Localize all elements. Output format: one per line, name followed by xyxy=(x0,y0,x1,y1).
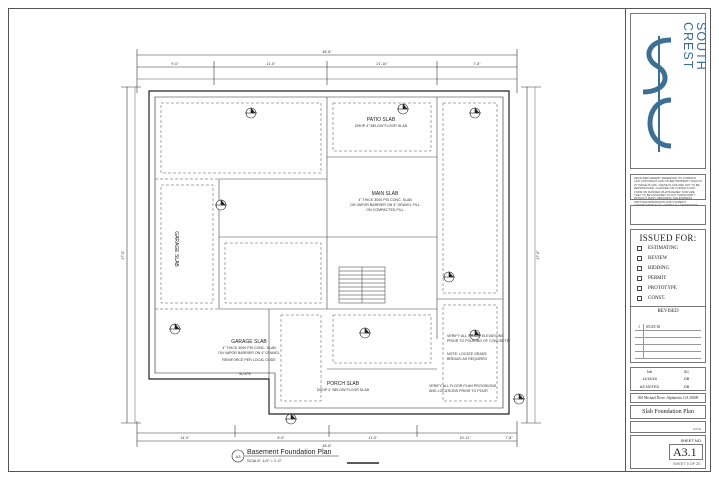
note-garage-slope: SLOPE xyxy=(239,372,252,376)
room-porch-slab: PORCH SLAB xyxy=(327,381,360,387)
note-locate-2: BREAKS AS REQUIRED xyxy=(447,357,488,361)
section-marker-5 xyxy=(443,271,455,283)
copyright-disclaimer: DESIGNER HEREBY RESERVES ITS COMMON LAW … xyxy=(630,174,706,207)
note-bottom-1: VERIFY ALL FLOOR PLAN PROVISIONS xyxy=(429,384,497,388)
note-main-2: ON VAPOR BARRIER ON 4" GRAVEL FILL xyxy=(350,203,420,207)
dim-overall-right: 47'-0" xyxy=(536,250,540,260)
note-garage-2: ON VAPOR BARRIER ON 4" GRAVEL xyxy=(218,351,280,355)
section-marker-10 xyxy=(513,393,525,405)
note-garage-3: REINFORCE PER LOCAL CODE xyxy=(222,358,276,362)
section-marker-4 xyxy=(215,199,227,211)
foundation-wall-outline xyxy=(148,90,510,415)
section-marker-1 xyxy=(245,107,257,119)
note-bottom-2: AND LOCATIONS PRIOR TO POUR xyxy=(429,389,488,393)
checkbox[interactable] xyxy=(637,265,642,271)
date-label: DATE xyxy=(693,427,701,431)
checkbox[interactable] xyxy=(637,255,642,261)
revised-title: REVISED xyxy=(631,306,705,314)
revision-row xyxy=(635,338,701,345)
room-main-slab: MAIN SLAB xyxy=(372,191,399,197)
checkbox[interactable] xyxy=(637,295,642,301)
title-block: SOUTH CREST DESIGNER HEREBY RESERVES ITS… xyxy=(625,9,711,471)
room-garage-slab: GARAGE SLAB xyxy=(231,339,267,345)
note-garage-1: 4" THICK 3000 PSI CONC. SLAB xyxy=(222,346,276,350)
note-main-1: 4" THICK 3000 PSI CONC. SLAB xyxy=(358,198,412,202)
section-marker-3 xyxy=(469,107,481,119)
checkbox[interactable] xyxy=(637,245,642,251)
issue-row-review[interactable]: REVIEW xyxy=(637,253,705,263)
section-marker-6 xyxy=(169,323,181,335)
issue-row-estimating[interactable]: ESTIMATING xyxy=(637,243,705,253)
blank-info-box xyxy=(630,205,706,225)
section-marker-8 xyxy=(469,329,481,341)
revision-row xyxy=(635,345,701,352)
logo-mark-icon xyxy=(642,36,672,152)
project-address: 494 Michael Drive, Alpharetta, GA 30009 xyxy=(630,393,706,403)
dim-top-2: 11'-0" xyxy=(267,62,277,66)
dim-top-4: 7'-8" xyxy=(473,62,481,66)
sheet-number-box: SHEET NO. A3.1 SHEET 5 OF 20 xyxy=(630,435,706,469)
note-patio: DROP 4" BELOW FLOOR SLAB xyxy=(355,124,408,128)
note-locate-1: NOTE: LOCATE GRADE xyxy=(447,352,487,356)
company-logo: SOUTH CREST xyxy=(630,13,708,169)
view-number: A3 xyxy=(236,454,242,459)
dim-top-1: 9'-0" xyxy=(171,62,179,66)
sheet-title: Slab Foundation Plan xyxy=(630,405,706,419)
issue-row-const[interactable]: CONST. xyxy=(637,293,705,303)
logo-word-crest: CREST xyxy=(681,22,695,70)
note-verify-2: PRIOR TO POURING OF CONCRETE xyxy=(447,339,510,343)
note-porch: DROP 4" BELOW FLOOR SLAB xyxy=(317,388,370,392)
dim-bottom-2: 5'-9" xyxy=(277,436,285,440)
dim-overall-left: 47'-0" xyxy=(121,250,125,260)
sheet-number-label: SHEET NO. xyxy=(680,438,703,443)
sheet-of: SHEET 5 OF 20 xyxy=(673,462,701,466)
room-garage-slab-left: GARAGE SLAB xyxy=(173,231,179,267)
dim-top-3: 21'-10" xyxy=(376,62,388,66)
sheet-number: A3.1 xyxy=(673,445,697,459)
issued-for-panel: ISSUED FOR: ESTIMATING REVIEW BIDDING PE… xyxy=(630,229,706,363)
revision-row xyxy=(635,352,701,359)
room-patio-slab: PATIO SLAB xyxy=(367,117,396,123)
note-main-3: ON COMPACTED FILL xyxy=(366,208,403,212)
issue-row-prototype[interactable]: PROTOTYPE xyxy=(637,283,705,293)
issue-row-permit[interactable]: PERMIT xyxy=(637,273,705,283)
date-box: DATE xyxy=(630,421,706,433)
dim-overall-top: 48'-8" xyxy=(322,50,332,54)
checkbox[interactable] xyxy=(637,275,642,281)
dim-overall-bottom: 48'-8" xyxy=(322,444,332,448)
revision-row xyxy=(635,331,701,338)
issue-row-bidding[interactable]: BIDDING xyxy=(637,263,705,273)
drawing-title: Basement Foundation Plan xyxy=(247,449,332,456)
issued-for-title: ISSUED FOR: xyxy=(639,233,697,243)
dim-bottom-5: 7'-8" xyxy=(505,436,513,440)
stair xyxy=(338,266,386,304)
dim-bottom-1: 14'-0" xyxy=(180,436,190,440)
section-marker-7 xyxy=(359,327,371,339)
section-marker-9 xyxy=(285,413,297,425)
drawing-sheet: 48'-8" 9'-0" 11'-0" 21'-10" 7'-8" 48'-8"… xyxy=(8,8,711,472)
sheet-number-frame xyxy=(669,444,703,460)
note-verify-1: VERIFY ALL GRADE ELEVATIONS xyxy=(447,334,504,338)
drawing-title-block: A3 Basement Foundation Plan SCALE: 1/4" … xyxy=(231,449,379,464)
dim-bottom-3: 11'-0" xyxy=(369,436,379,440)
section-marker-2 xyxy=(397,103,409,115)
drawing-scale: SCALE: 1/4" = 1'-0" xyxy=(247,458,282,463)
foundation-plan-svg: 48'-8" 9'-0" 11'-0" 21'-10" 7'-8" 48'-8"… xyxy=(121,49,541,464)
drawing-area: 48'-8" 9'-0" 11'-0" 21'-10" 7'-8" 48'-8"… xyxy=(9,9,619,471)
dim-bottom-4: 10'-11" xyxy=(460,436,472,440)
checkbox[interactable] xyxy=(637,285,642,291)
logo-wordmark: SOUTH CREST xyxy=(679,22,708,162)
logo-word-south: SOUTH xyxy=(694,22,708,71)
